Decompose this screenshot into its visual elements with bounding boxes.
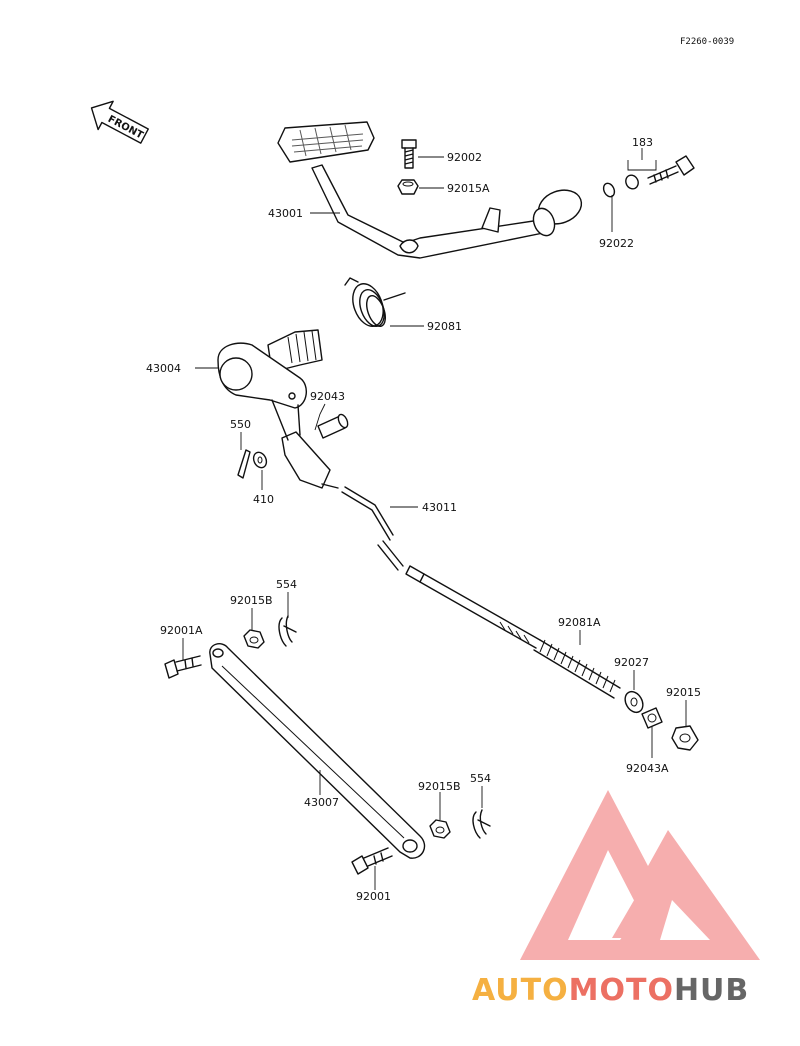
label-92022: 92022 [599,237,634,250]
label-92043A: 92043A [626,762,669,775]
washer-410 [252,451,268,469]
label-550: 550 [230,418,251,431]
link-43007 [209,643,426,859]
watermark-text: AUTOMOTOHUB [472,973,749,1008]
label-410: 410 [253,493,274,506]
label-92001A: 92001A [160,624,203,637]
watermark-auto: AUTO [472,973,569,1008]
clip-554-upper [278,615,297,647]
clip-554-lower [472,809,491,839]
label-92081: 92081 [427,320,462,333]
brake-rod-43011 [321,483,541,649]
label-43004: 43004 [146,362,181,375]
bolt-92001 [351,847,393,875]
front-arrow-icon: FRONT [90,100,149,144]
diagram-code: F2260-0039 [680,37,734,47]
svg-text:AUTOMOTOHUB: AUTOMOTOHUB [472,973,749,1008]
brake-pedal [277,121,583,259]
label-43007: 43007 [304,796,339,809]
cotter-pin-550 [237,449,251,479]
leader-lines [182,148,687,890]
label-183: 183 [632,136,653,149]
label-554-upper: 554 [276,578,297,591]
label-92015B-upper: 92015B [230,594,273,607]
label-43011: 43011 [422,501,457,514]
nut-92015B-upper [243,629,265,649]
brake-shaft-43004 [217,329,331,489]
pin-92043A [641,707,663,729]
label-92043: 92043 [310,390,345,403]
pin-92043 [317,413,349,439]
nut-92015B-lower [429,819,451,839]
bolt-183 [602,155,695,198]
nut-92015A [397,179,419,195]
watermark-hub: HUB [674,973,749,1008]
label-92002: 92002 [447,151,482,164]
washer-92027 [624,690,644,714]
watermark-moto: MOTO [569,973,674,1008]
label-92015A: 92015A [447,182,490,195]
label-92015B-lower: 92015B [418,780,461,793]
spring-92081A [533,639,621,699]
label-92001: 92001 [356,890,391,903]
spring-92081 [344,277,406,327]
bolt-92001A [164,655,202,679]
part-labels: 92002 92015A 183 43001 92022 92081 43004… [146,136,701,903]
label-92081A: 92081A [558,616,601,629]
automotohub-logo-icon [520,790,760,960]
label-554-lower: 554 [470,772,491,785]
label-92015: 92015 [666,686,701,699]
label-43001: 43001 [268,207,303,220]
bolt-92002 [401,139,417,169]
label-92027: 92027 [614,656,649,669]
nut-92015 [671,725,699,751]
